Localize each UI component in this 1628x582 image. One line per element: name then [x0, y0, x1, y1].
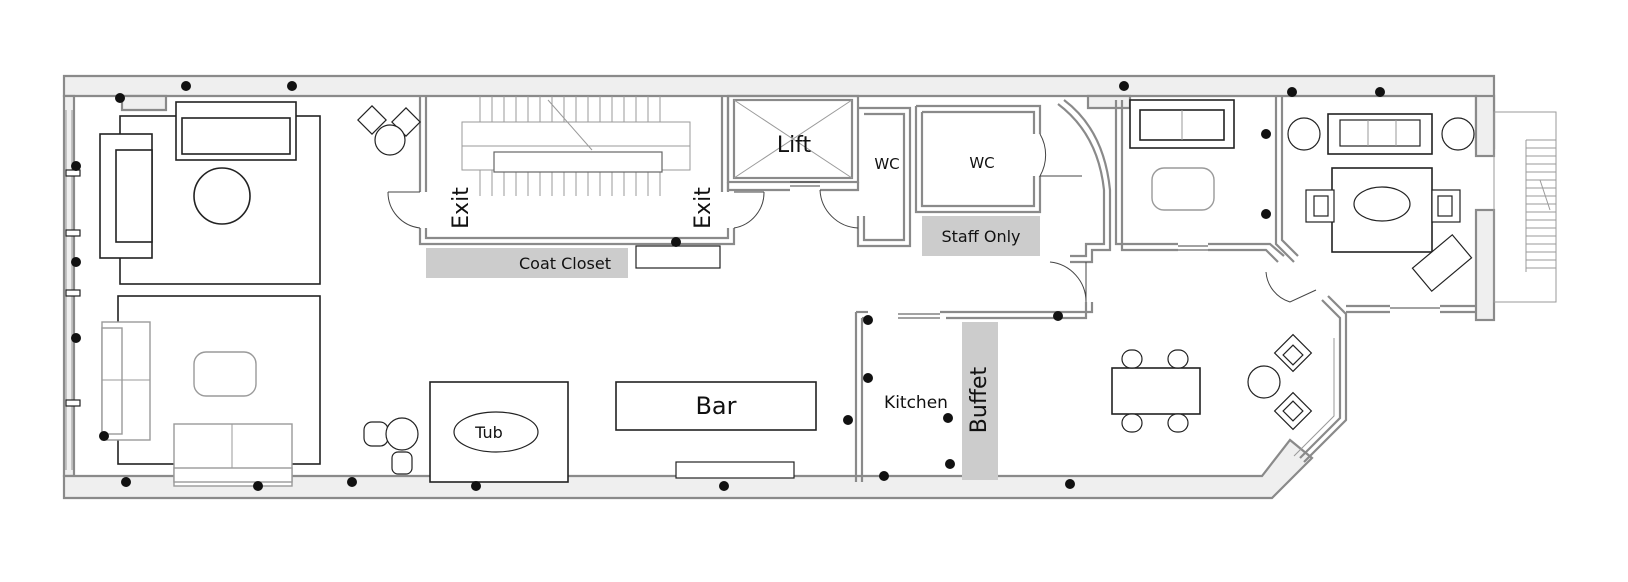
light-icon	[121, 477, 131, 487]
light-icon	[287, 81, 297, 91]
bar-counter	[615, 381, 817, 431]
staff-only-band	[922, 216, 1040, 256]
coat-closet-rack	[635, 245, 721, 269]
light-icon	[671, 237, 681, 247]
left-lounge-top	[99, 101, 321, 285]
chairs-near-tub	[363, 417, 419, 475]
outdoor-stairs	[1493, 111, 1557, 303]
kitchen-label: Kitchen	[884, 393, 948, 413]
light-icon	[1287, 87, 1297, 97]
exit-left-label: Exit	[449, 187, 474, 229]
lounge-right-sofa	[1129, 99, 1235, 211]
tub-oval	[453, 411, 539, 453]
light-icon	[347, 477, 357, 487]
wc-1-label: WC	[874, 155, 899, 173]
light-icon	[71, 333, 81, 343]
light-icon	[943, 413, 953, 423]
far-right-lounge	[1287, 113, 1475, 293]
left-windows	[65, 110, 81, 470]
interior-stairs	[461, 96, 691, 196]
buffet-label: Buffet	[967, 366, 992, 433]
tub-label: Tub	[474, 423, 503, 442]
coat-closet-band	[426, 248, 628, 278]
wc-2-label: WC	[969, 154, 994, 172]
light-icon	[471, 481, 481, 491]
light-icon	[1261, 129, 1271, 139]
exit-right-label: Exit	[691, 187, 716, 229]
light-icon	[1375, 87, 1385, 97]
light-icon	[1119, 81, 1129, 91]
light-icon	[71, 257, 81, 267]
light-icon	[181, 81, 191, 91]
light-icon	[115, 93, 125, 103]
ceiling-lights	[71, 81, 1385, 491]
window-chairs	[1247, 333, 1313, 431]
buffet-band	[962, 322, 998, 480]
bar-shelf	[675, 461, 795, 479]
staff-only-label: Staff Only	[942, 227, 1021, 246]
lift-label: Lift	[777, 133, 812, 158]
interior-walls	[418, 94, 1476, 482]
light-icon	[1053, 311, 1063, 321]
light-icon	[1261, 209, 1271, 219]
exterior-walls	[62, 74, 1496, 500]
light-icon	[945, 459, 955, 469]
chairs-near-stairs	[357, 105, 421, 156]
light-icon	[1065, 479, 1075, 489]
light-icon	[253, 481, 263, 491]
light-icon	[719, 481, 729, 491]
light-icon	[99, 431, 109, 441]
bar-label: Bar	[695, 392, 736, 420]
coat-closet-label: Coat Closet	[519, 254, 611, 273]
light-icon	[71, 161, 81, 171]
light-icon	[843, 415, 853, 425]
dining-table	[1111, 349, 1201, 433]
light-icon	[863, 315, 873, 325]
light-icon	[863, 373, 873, 383]
light-icon	[879, 471, 889, 481]
doors	[387, 133, 1440, 309]
left-lounge-bottom	[101, 295, 321, 487]
